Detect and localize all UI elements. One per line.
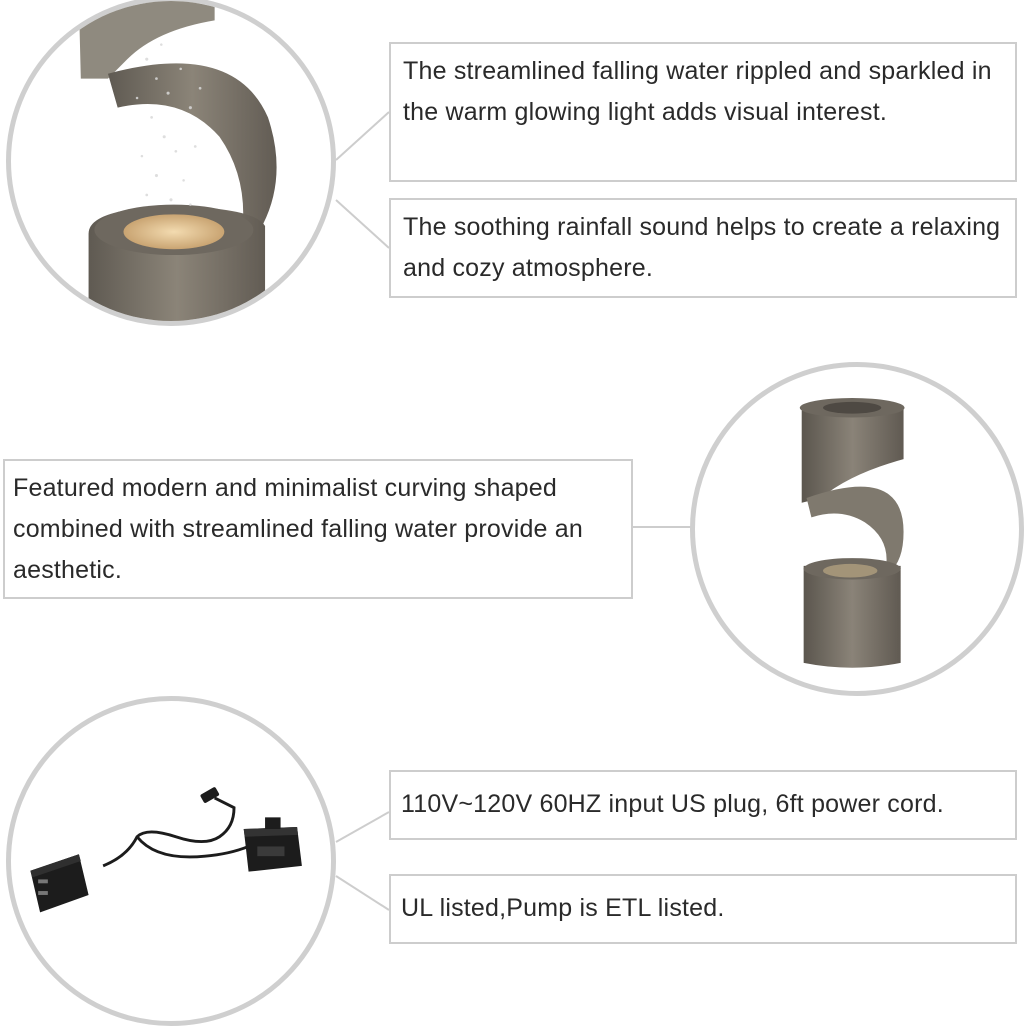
power-adapter-illustration [30, 787, 302, 913]
fountain-closeup-image [6, 0, 336, 326]
callout-certification: UL listed,Pump is ETL listed. [389, 874, 1017, 944]
callout-power-input: 110V~120V 60HZ input US plug, 6ft power … [389, 770, 1017, 840]
fountain-full-image [690, 362, 1024, 696]
pump-block [243, 817, 302, 872]
callout-design-text: Featured modern and minimalist curving s… [13, 474, 584, 584]
callout-falling-water: The streamlined falling water rippled an… [389, 42, 1017, 182]
callout-rainfall-sound-text: The soothing rainfall sound helps to cre… [403, 213, 1001, 282]
callout-design: Featured modern and minimalist curving s… [3, 459, 633, 599]
callout-falling-water-text: The streamlined falling water rippled an… [403, 57, 992, 126]
fountain-full-illustration [799, 398, 905, 668]
callout-power-input-text: 110V~120V 60HZ input US plug, 6ft power … [401, 790, 944, 818]
adapter-block [30, 854, 89, 913]
power-adapter-image [6, 696, 336, 1026]
fountain-closeup-illustration [78, 1, 277, 321]
callout-rainfall-sound: The soothing rainfall sound helps to cre… [389, 198, 1017, 298]
callout-certification-text: UL listed,Pump is ETL listed. [401, 894, 725, 922]
